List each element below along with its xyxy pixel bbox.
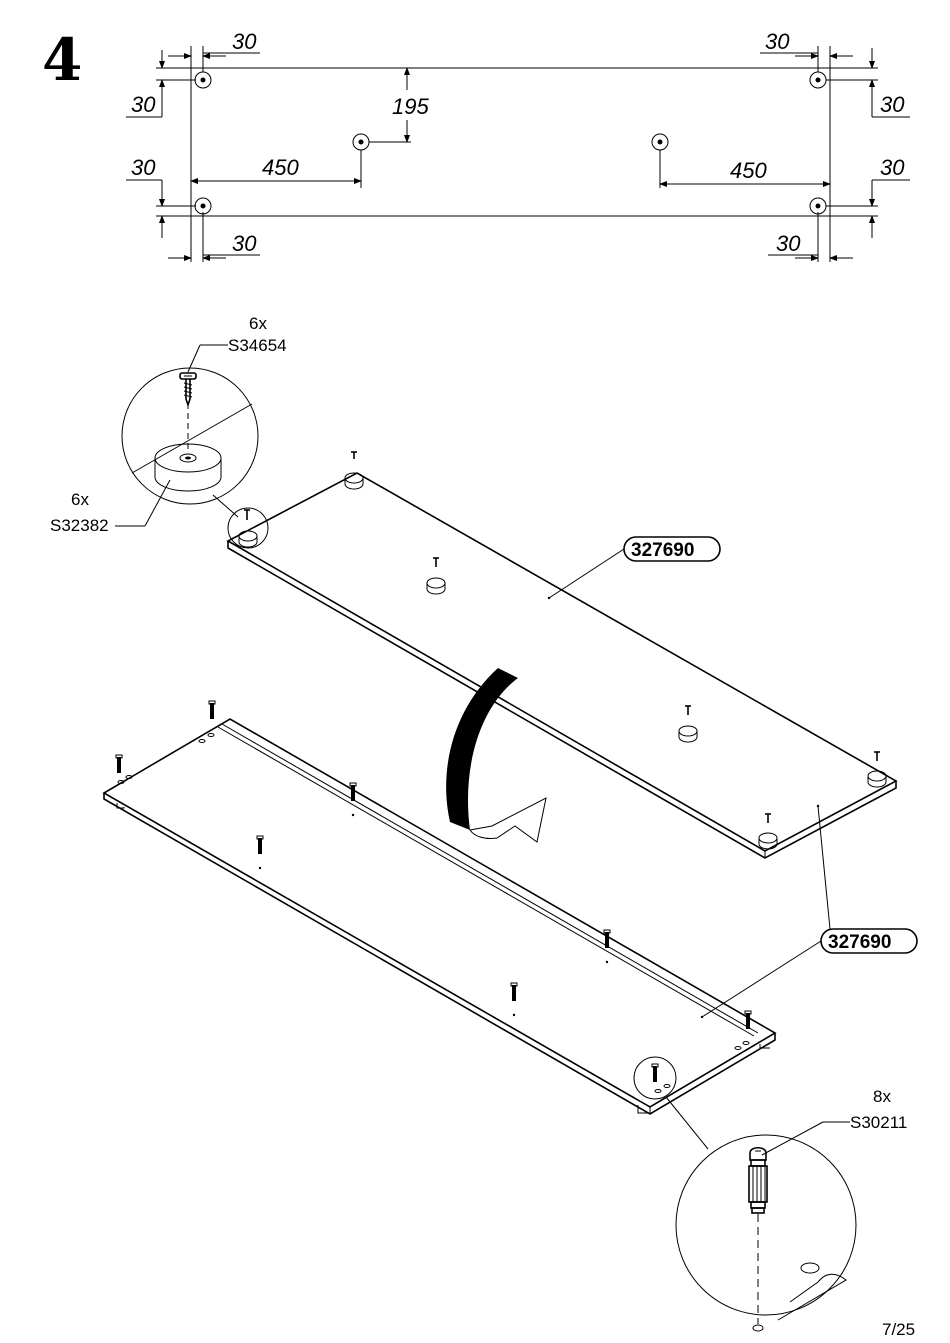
- screw-quantity: 6x: [249, 314, 267, 333]
- hole-bottom-left: [194, 197, 212, 215]
- dim-left-bottom-v: 30: [126, 155, 196, 238]
- step-number: 4: [42, 26, 82, 94]
- page-indicator: 7/25: [882, 1320, 915, 1339]
- dowel-8: [651, 1063, 659, 1082]
- svg-text:30: 30: [765, 29, 790, 54]
- svg-text:450: 450: [730, 158, 767, 183]
- upper-detail-marker: [227, 507, 269, 549]
- dowel-3: [349, 782, 357, 801]
- dim-bottom-left-h: 30: [168, 212, 260, 262]
- upper-panel-label: 327690: [547, 536, 721, 600]
- svg-text:30: 30: [232, 231, 257, 256]
- svg-text:327690: 327690: [631, 540, 694, 561]
- foot-screw-6: [758, 813, 778, 850]
- svg-text:30: 30: [131, 92, 156, 117]
- panel-outline: [190, 67, 831, 217]
- hole-bottom-right: [809, 197, 827, 215]
- dowel-7: [744, 1010, 752, 1029]
- dowel-code: S30211: [850, 1113, 907, 1132]
- screw-icon: [179, 372, 197, 408]
- lower-detail-marker: [633, 1056, 677, 1100]
- hole-marks: [194, 71, 827, 215]
- hole-top-right: [809, 71, 827, 89]
- dim-left-top-v: 30: [126, 50, 196, 118]
- svg-text:30: 30: [776, 231, 801, 256]
- dim-center-v: 195: [369, 67, 429, 143]
- hole-top-left: [194, 71, 212, 89]
- hole-center-left: [352, 133, 370, 151]
- foot-screw-3: [426, 557, 446, 595]
- lower-panel: [102, 700, 777, 1115]
- foot-code: S32382: [50, 516, 109, 535]
- dim-top-right-h: 30: [760, 29, 853, 72]
- svg-text:30: 30: [880, 92, 905, 117]
- dowel-4: [256, 835, 264, 854]
- svg-text:30: 30: [131, 155, 156, 180]
- svg-text:327690: 327690: [828, 932, 891, 953]
- flip-arrow: [446, 668, 547, 843]
- upper-panel: [226, 451, 898, 859]
- svg-text:450: 450: [262, 155, 299, 180]
- hole-center-right: [651, 133, 669, 151]
- svg-text:30: 30: [880, 155, 905, 180]
- dowel-6: [510, 982, 518, 1001]
- foot-screw-2: [238, 509, 258, 548]
- dowel-icon: [748, 1146, 768, 1214]
- dowel-1: [208, 700, 216, 719]
- dowel-detail-bubble: 8x S30211: [665, 1087, 907, 1332]
- foot-screw-1: [344, 451, 364, 490]
- dim-right-span: 450: [659, 150, 831, 188]
- dim-right-top-v: 30: [826, 48, 910, 118]
- dowel-2: [115, 754, 123, 773]
- dim-right-bottom-v: 30: [826, 155, 910, 238]
- svg-text:195: 195: [392, 94, 429, 119]
- lower-panel-label: 327690: [700, 804, 918, 1019]
- dowel-quantity: 8x: [873, 1087, 891, 1106]
- dim-bottom-right-h: 30: [768, 212, 853, 262]
- dowel-5: [603, 929, 611, 948]
- screw-code: S34654: [228, 336, 287, 355]
- dim-top-left-h: 30: [168, 29, 260, 72]
- foot-screw-5: [867, 751, 887, 788]
- svg-text:30: 30: [232, 29, 257, 54]
- foot-quantity: 6x: [71, 490, 89, 509]
- dim-left-span: 450: [190, 150, 362, 188]
- foot-detail-bubble: 6x S34654 6x S32382: [50, 314, 287, 535]
- technical-drawing: 30 30 30 30: [126, 29, 910, 262]
- foot-screw-4: [678, 705, 698, 743]
